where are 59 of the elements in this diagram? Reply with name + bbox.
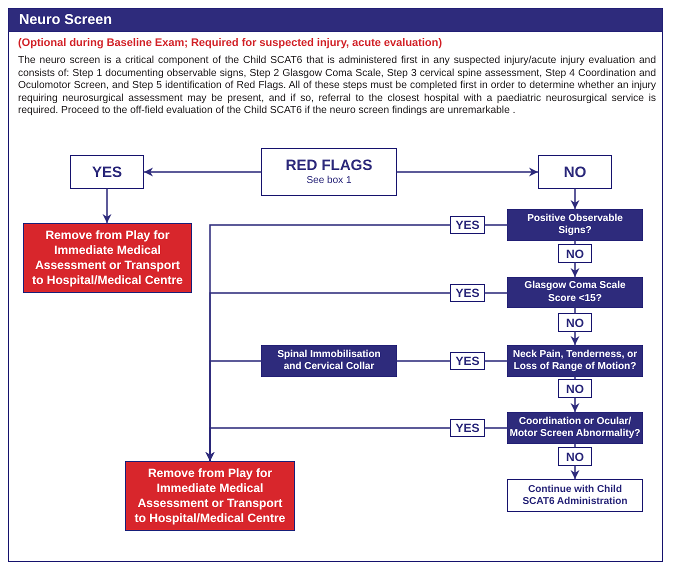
arrow xyxy=(144,168,261,176)
alert-box xyxy=(23,223,192,293)
decision-box xyxy=(507,277,643,308)
box-label: Glasgow Coma Scale Score <15? xyxy=(523,280,627,305)
answer-tag xyxy=(450,216,485,234)
decision-box xyxy=(507,345,643,377)
arrow xyxy=(570,332,580,345)
box-label: NO xyxy=(564,164,586,180)
answer-box xyxy=(70,155,144,189)
arrow xyxy=(570,398,580,412)
box-label: Remove from Play for Immediate Medical Assessment or Transport to Hospital/Medical Centre xyxy=(134,466,286,526)
box-label: YES xyxy=(455,421,480,435)
connector-line xyxy=(485,292,507,294)
box-label: NO xyxy=(566,316,584,330)
arrow xyxy=(570,466,580,479)
arrow xyxy=(397,168,538,176)
answer-tag xyxy=(558,447,592,466)
answer-tag xyxy=(558,313,592,332)
action-box xyxy=(261,345,397,377)
box-label: YES xyxy=(455,218,480,232)
intro-paragraph: The neuro screen is a critical component of the Child SCAT6 that is administered first in any suspected injury/acute injury evaluation and consists of: Step 1 documenting observable signs, Step 2 Glasgow Coma Scale, Step 3 cervical spine assessment, Step 4 Coordination and Oculomotor Screen, and Step 5 identification of Red Flags. All of these steps must be completed first in order to determine whether an injury requiring neurosurgical assessment may be present, and if so, referral to the closest hospital with a paediatric neurosurgical service is required. Proceed to the off-field evaluation of the Child SCAT6 if the neuro screen findings are unremarkable . xyxy=(18,55,656,118)
answer-tag xyxy=(558,244,592,263)
answer-tag xyxy=(558,379,592,398)
alert-box xyxy=(125,461,295,531)
connector-line xyxy=(574,308,576,313)
box-label: NO xyxy=(566,450,584,464)
arrow xyxy=(206,427,450,461)
panel-title: Neuro Screen xyxy=(19,11,112,29)
box-label: Positive Observable Signs? xyxy=(526,212,624,238)
box-label: Continue with Child SCAT6 Administration xyxy=(521,484,628,508)
end-box xyxy=(507,479,643,512)
decision-box xyxy=(507,209,643,241)
answer-tag xyxy=(450,419,485,437)
process-box xyxy=(261,148,397,196)
answer-tag xyxy=(450,284,485,302)
connector-line xyxy=(485,360,507,362)
arrow xyxy=(570,263,580,277)
connector-line xyxy=(574,377,576,379)
connector-line xyxy=(485,427,507,429)
box-label: Coordination or Ocular/ Motor Screen Abnormality? xyxy=(509,416,641,440)
answer-box xyxy=(538,155,612,189)
subtitle: (Optional during Baseline Exam; Required for suspected injury, acute evaluation) xyxy=(18,37,442,50)
box-label: NO xyxy=(566,382,584,396)
box-label: Remove from Play for Immediate Medical Assessment or Transport to Hospital/Medical Centre xyxy=(31,228,184,288)
box-label: NO xyxy=(566,246,584,260)
box-note: See box 1 xyxy=(306,175,352,187)
box-label: Spinal Immobilisation and Cervical Collar xyxy=(276,348,382,374)
answer-tag xyxy=(450,352,485,370)
box-title: RED FLAGS xyxy=(286,157,372,175)
connector-line xyxy=(485,224,507,226)
connector-line xyxy=(397,360,450,362)
box-label: YES xyxy=(455,286,480,300)
arrow xyxy=(570,189,580,209)
arrow xyxy=(102,189,112,223)
box-label: YES xyxy=(455,354,480,368)
connector-line xyxy=(574,444,576,447)
connector-line xyxy=(574,241,576,244)
box-label: Neck Pain, Tenderness, or Loss of Range of Motion? xyxy=(512,348,638,374)
box-label: YES xyxy=(92,164,122,180)
